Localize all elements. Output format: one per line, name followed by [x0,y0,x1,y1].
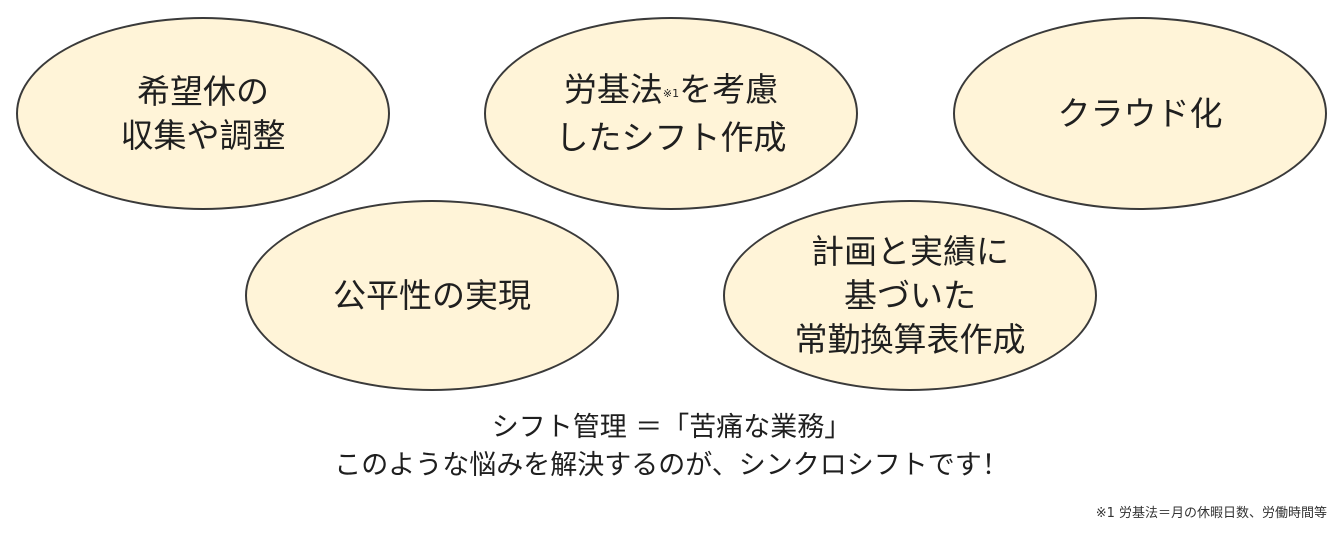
footnote: ※1 労基法＝月の休暇日数、労働時間等 [1095,506,1327,521]
bubble-wish-holidays-text: 希望休の 収集や調整 [121,70,286,158]
bubble-cloud-line-1: クラウド化 [1057,93,1223,133]
caption-line-2: このような悩みを解決するのが、シンクロシフトです！ [334,450,1009,481]
footnote-marker: ※1 [662,86,680,100]
bubble-cloud: クラウド化 [953,17,1327,210]
bubble-staffing-table-line-3: 常勤換算表作成 [794,319,1026,359]
bubble-labor-law-line-1-pre: 労基法 [563,69,663,109]
bubble-staffing-table-text: 計画と実績に 基づいた 常勤換算表作成 [795,230,1026,362]
bubble-labor-law: 労基法※1を考慮 したシフト作成 [484,17,858,210]
bubble-wish-holidays-line-2: 収集や調整 [120,115,286,155]
bubble-labor-law-line-1: 労基法※1を考慮 [556,68,787,116]
bubble-labor-law-line-2: したシフト作成 [555,117,787,157]
caption-line-1: シフト管理 ＝「苦痛な業務」 [491,412,852,443]
bubble-labor-law-line-1-post: を考慮 [679,69,779,109]
bubble-labor-law-text: 労基法※1を考慮 したシフト作成 [556,68,787,160]
bubble-wish-holidays-line-1: 希望休の [137,71,269,111]
bubble-wish-holidays: 希望休の 収集や調整 [16,17,390,210]
bubble-cloud-text: クラウド化 [1058,92,1223,136]
bubble-staffing-table: 計画と実績に 基づいた 常勤換算表作成 [723,200,1097,391]
bubble-fairness-text: 公平性の実現 [333,274,531,318]
bubble-fairness: 公平性の実現 [245,200,619,391]
bubble-staffing-table-line-2: 基づいた [844,275,976,315]
bubble-staffing-table-line-1: 計画と実績に [811,231,1009,271]
bubble-fairness-line-1: 公平性の実現 [333,275,531,315]
